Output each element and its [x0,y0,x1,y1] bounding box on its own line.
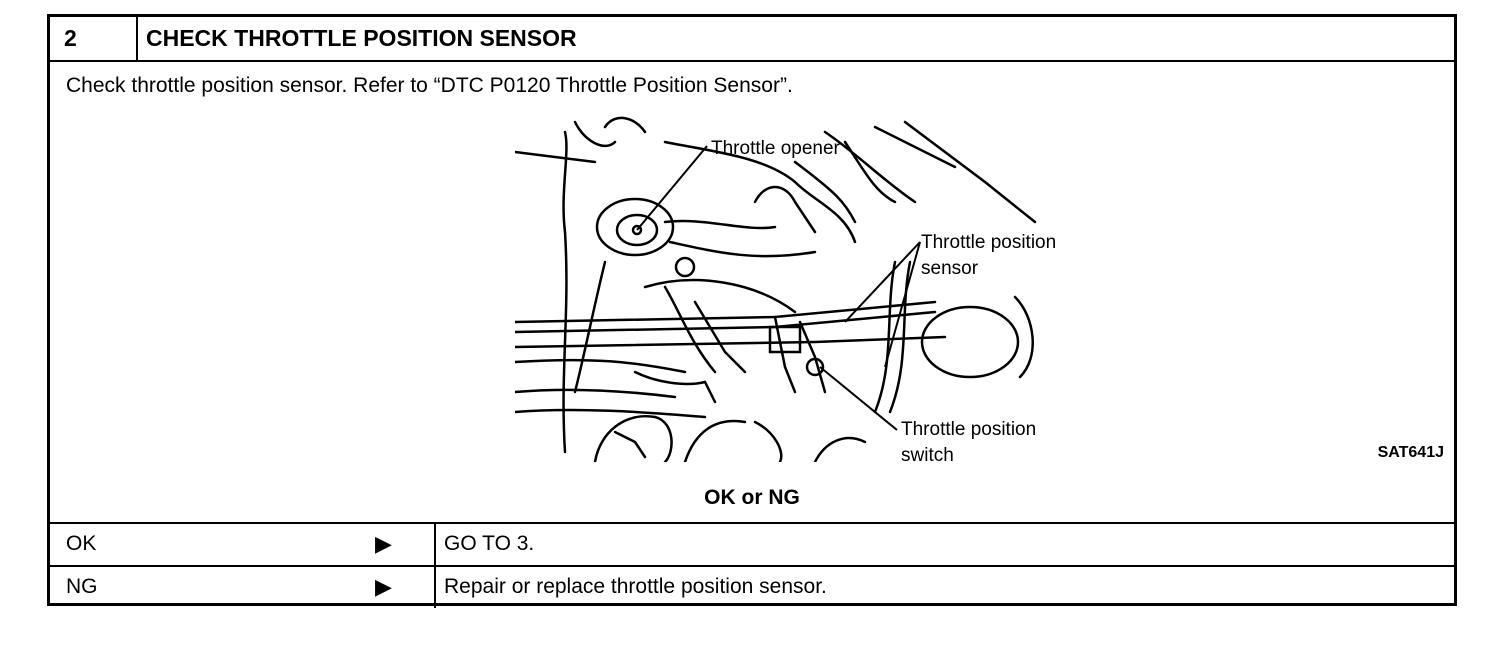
callout-tp-switch-line1: Throttle position [901,419,1036,440]
callout-throttle-opener: Throttle opener [711,138,841,159]
step-header: 2 CHECK THROTTLE POSITION SENSOR [50,17,1454,62]
arrow-right-icon: ▶ [375,574,392,599]
arrow-right-icon: ▶ [375,531,392,556]
outcome-label: NG [66,575,98,598]
result-prompt: OK or NG [704,486,800,509]
outcome-action: Repair or replace throttle position sens… [444,575,827,598]
figure-id: SAT641J [1377,444,1444,461]
step-instruction: Check throttle position sensor. Refer to… [66,74,793,97]
outcome-row-ok: OK ▶ GO TO 3. [50,522,1454,565]
outcome-action: GO TO 3. [444,532,535,555]
step-title: CHECK THROTTLE POSITION SENSOR [146,25,577,51]
outcome-row-ng: NG ▶ Repair or replace throttle position… [50,565,1454,608]
column-divider [434,565,436,608]
callout-tps-line1: Throttle position [921,232,1055,253]
outcome-label: OK [66,532,97,555]
engine-bay-illustration: Throttle opener Throttle position sensor… [515,116,1055,462]
diagnostic-step-table: 2 CHECK THROTTLE POSITION SENSOR Check t… [47,14,1457,608]
step-number: 2 [50,17,138,60]
callout-tp-switch-line2: switch [901,445,954,462]
callout-tps-line2: sensor [921,258,979,279]
column-divider [434,522,436,565]
